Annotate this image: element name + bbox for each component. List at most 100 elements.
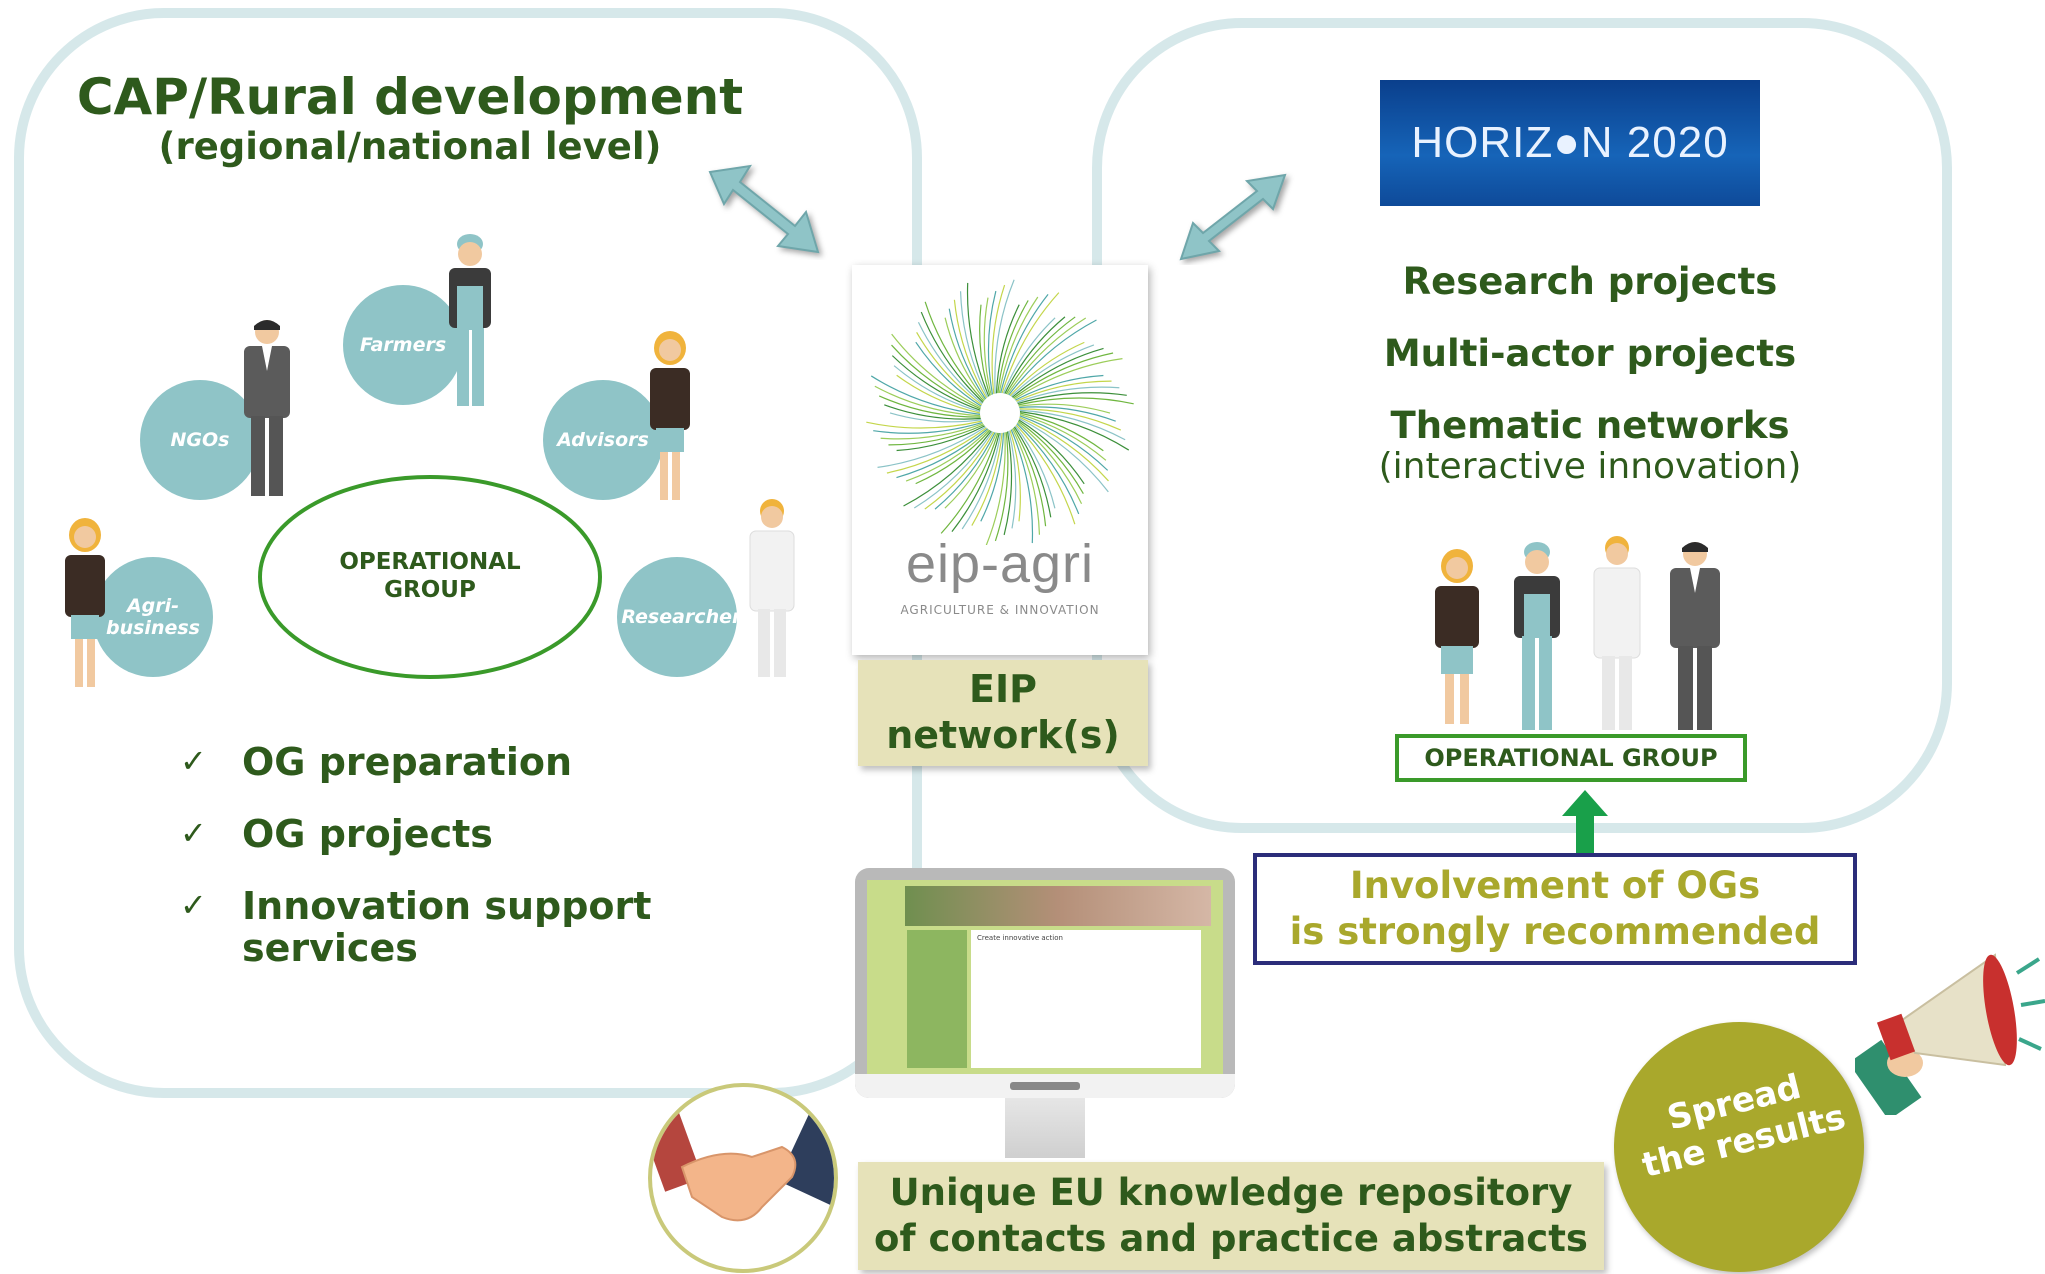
burst-line <box>980 432 1005 522</box>
burst-line <box>1012 427 1047 527</box>
burst-line <box>1019 416 1109 482</box>
burst-line <box>891 333 982 409</box>
burst-line <box>877 426 986 468</box>
person-icon <box>244 320 290 496</box>
burst-line <box>1019 406 1116 422</box>
burst-line <box>1013 426 1052 518</box>
burst-line <box>1019 409 1126 441</box>
burst-line <box>1011 347 1104 398</box>
actor-bubble-researchers: Researchers <box>617 557 753 677</box>
checklist-item-og-preparation: OG preparation <box>242 740 573 784</box>
burst-line <box>916 332 983 406</box>
burst-line <box>1017 420 1084 494</box>
burst-line <box>1010 344 1095 397</box>
burst-line <box>1008 430 1017 529</box>
burst-line <box>924 301 985 402</box>
burst-line <box>896 374 981 414</box>
burst-center <box>986 399 1014 427</box>
og-label-line2: GROUP <box>384 577 476 603</box>
eip-network-line2: network(s) <box>886 713 1120 757</box>
burst-line <box>953 299 988 399</box>
megaphone-icon <box>1855 953 2045 1115</box>
burst-line <box>951 432 1000 533</box>
monitor-icon: Create innovative action <box>855 868 1235 1168</box>
burst-line <box>920 311 984 403</box>
burst-line <box>891 344 981 410</box>
burst-line <box>1011 428 1041 535</box>
checklist-item-og-projects: OG projects <box>242 812 493 856</box>
actor-label-agri: Agri- <box>126 595 180 617</box>
burst-line <box>948 308 987 400</box>
burst-line <box>1010 429 1034 544</box>
repository-line1: Unique EU knowledge repository <box>889 1171 1573 1214</box>
horizon-2020-text: HORIZ●N 2020 <box>1411 118 1729 167</box>
thematic-networks-note: (interactive innovation) <box>1378 446 1802 487</box>
multi-actor-projects: Multi-actor projects <box>1383 332 1797 375</box>
checklist-item-services: services <box>242 926 418 970</box>
repository-box: Unique EU knowledge repository of contac… <box>858 1162 1604 1270</box>
burst-line <box>886 427 987 474</box>
operational-group-ellipse <box>258 475 602 679</box>
burst-line <box>917 321 983 405</box>
eip-network-line1: EIP <box>969 667 1037 711</box>
eip-agri-wordmark: eip-agri <box>905 534 1095 594</box>
actor-label-business: business <box>106 617 200 639</box>
burst-line <box>913 431 994 509</box>
burst-line <box>880 423 984 440</box>
burst-line <box>1015 374 1104 401</box>
screen-content <box>971 930 1201 1068</box>
burst-line <box>1000 293 1049 394</box>
double-arrow-icon <box>708 164 820 254</box>
left-panel-title: CAP/Rural development <box>76 68 744 126</box>
burst-line <box>1018 397 1134 406</box>
burst-line <box>971 432 1003 526</box>
actor-label-researchers: Researchers <box>621 606 753 628</box>
handshake-icon <box>648 1083 838 1273</box>
thematic-networks: Thematic networks <box>1390 404 1790 447</box>
operational-group-label: OPERATIONAL GROUP <box>255 548 605 604</box>
burst-line <box>878 395 981 418</box>
burst-line <box>934 432 996 510</box>
burst-line <box>1002 317 1056 394</box>
burst-line <box>991 284 1006 395</box>
burst-line <box>893 365 981 413</box>
burst-line <box>1014 358 1123 400</box>
burst-line <box>1014 425 1056 509</box>
repository-line2: of contacts and practice abstracts <box>874 1217 1588 1260</box>
actor-label-ngos: NGOs <box>170 429 230 451</box>
burst-line <box>1019 408 1122 431</box>
person-icon <box>1593 536 1641 730</box>
up-arrow-icon <box>1562 790 1608 854</box>
burst-line <box>891 355 981 411</box>
burst-line <box>944 432 998 509</box>
monitor-stand <box>1005 1098 1085 1158</box>
burst-line <box>1016 423 1080 515</box>
actor-bubble-ngos: NGOs <box>140 380 260 500</box>
burst-line <box>959 291 989 398</box>
burst-line <box>998 296 1039 394</box>
burst-line <box>985 432 1006 547</box>
involvement-line1: Involvement of OGs <box>1349 864 1761 907</box>
screen-sidebar <box>907 930 967 1068</box>
burst-line <box>987 290 997 395</box>
burst-line <box>1001 292 1060 394</box>
left-panel-subtitle: (regional/national level) <box>158 125 662 168</box>
eip-agri-logo-card: eip-agri AGRICULTURE & INNOVATION <box>852 265 1148 655</box>
burst-line <box>1018 417 1109 493</box>
burst-line <box>884 404 981 420</box>
person-icon <box>749 499 795 677</box>
burst-line <box>1019 415 1109 471</box>
burst-line <box>870 375 981 415</box>
burst-line <box>1008 319 1097 396</box>
eip-agri-burst-icon <box>866 279 1134 547</box>
double-arrow-icon <box>1179 173 1287 261</box>
burst-line <box>1015 380 1112 402</box>
burst-line <box>888 424 985 446</box>
burst-line <box>915 341 982 407</box>
burst-line <box>1015 424 1076 525</box>
burst-line <box>1009 430 1021 522</box>
person-icon <box>449 234 491 406</box>
burst-line <box>997 300 1029 394</box>
burst-line <box>915 429 991 485</box>
burst-line <box>1017 421 1083 505</box>
